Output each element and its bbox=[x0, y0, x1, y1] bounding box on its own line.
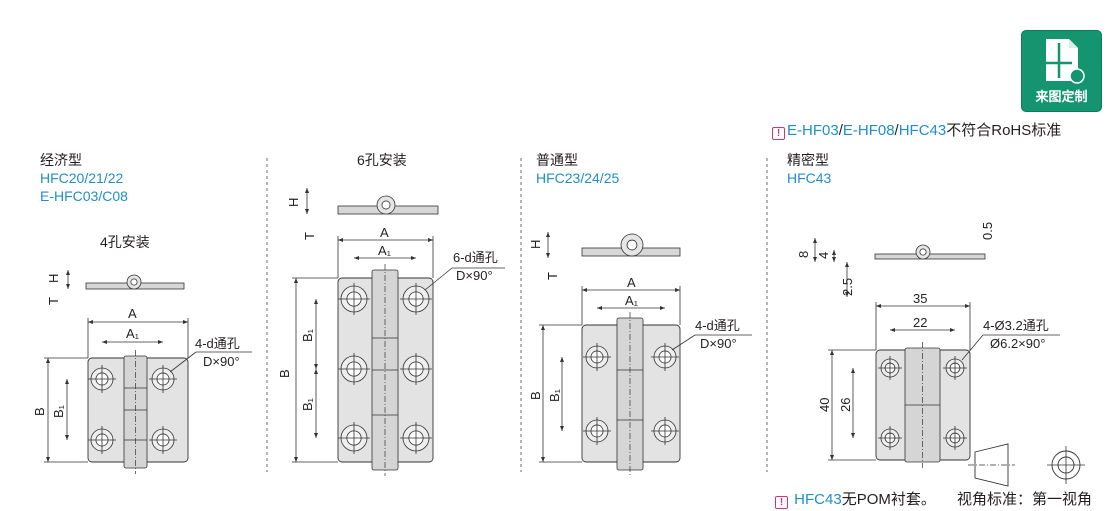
model-list: HFC23/24/25 bbox=[536, 170, 620, 186]
countersink-spec: D×90° bbox=[700, 336, 737, 351]
dim-label-8: 8 bbox=[796, 251, 811, 258]
dim-label-b: B bbox=[528, 391, 543, 400]
custom-drawing-button[interactable]: 来图定制 bbox=[1021, 30, 1102, 112]
dim-label-b1: B₁ bbox=[51, 404, 66, 418]
dim-label-b: B bbox=[32, 407, 47, 416]
dim-label-h: H bbox=[286, 198, 301, 207]
pin-bore bbox=[381, 200, 391, 210]
dim-label-h: H bbox=[46, 274, 61, 283]
leader-line bbox=[671, 334, 696, 351]
section-title-standard: 普通型 bbox=[536, 152, 578, 168]
arrow bbox=[813, 238, 817, 262]
dim-label-a1: A₁ bbox=[378, 243, 392, 258]
leader-line bbox=[961, 334, 984, 361]
hole-spec: 4-d通孔 bbox=[195, 336, 240, 351]
projection-standard: 视角标准：第一视角 bbox=[957, 491, 1093, 508]
subtitle-4-hole: 4孔安装 bbox=[100, 234, 150, 250]
dim-label-26: 26 bbox=[838, 398, 853, 412]
arrow bbox=[66, 270, 70, 289]
dim-label-t: T bbox=[302, 232, 317, 240]
model-list: HFC20/21/22 bbox=[40, 170, 124, 186]
countersink-spec: D×90° bbox=[456, 268, 493, 283]
dim-label-35: 35 bbox=[913, 291, 927, 306]
dim-label-0-5: 0.5 bbox=[980, 222, 995, 240]
dim-label-40: 40 bbox=[817, 398, 832, 412]
projection-trapezoid bbox=[974, 443, 1009, 487]
leader-line bbox=[424, 267, 453, 291]
dim-label-b1: B₁ bbox=[300, 397, 315, 411]
hole-spec: 4-Ø3.2通孔 bbox=[983, 318, 1049, 333]
dim-label-t: T bbox=[545, 272, 560, 280]
dim-label-a: A bbox=[380, 225, 389, 240]
dim-label-a1: A₁ bbox=[625, 293, 639, 308]
model-list: HFC43 bbox=[787, 170, 832, 186]
hole-spec: 6-d通孔 bbox=[453, 250, 498, 265]
dim-label-b1: B₁ bbox=[300, 328, 315, 342]
hole-spec: 4-d通孔 bbox=[695, 318, 740, 333]
warning-icon: ! bbox=[775, 496, 788, 509]
custom-drawing-icon bbox=[1046, 39, 1085, 84]
arrow bbox=[832, 250, 836, 262]
pin-bore bbox=[919, 248, 927, 256]
footer-note: ! HFC43无POM衬套。 bbox=[775, 492, 936, 509]
countersink-spec: Ø6.2×90° bbox=[990, 336, 1045, 351]
dim-label-t: T bbox=[46, 297, 61, 305]
rohs-notice: !E-HF03/E-HF08/HFC43不符合RoHS标准 bbox=[772, 123, 1061, 140]
dim-label-a: A bbox=[128, 306, 137, 321]
dim-label-a: A bbox=[627, 275, 636, 290]
badge-label: 来图定制 bbox=[1035, 89, 1088, 104]
pin-bore bbox=[130, 278, 138, 286]
model-list: E-HFC03/C08 bbox=[40, 188, 128, 204]
dim-label-h: H bbox=[528, 240, 543, 249]
leader-line bbox=[169, 351, 197, 373]
countersink-spec: D×90° bbox=[203, 354, 240, 369]
section-title-precision: 精密型 bbox=[787, 152, 829, 168]
pin-bore bbox=[626, 239, 638, 251]
dim-label-22: 22 bbox=[913, 315, 927, 330]
dim-label-a1: A₁ bbox=[126, 326, 140, 341]
dim-label-b1: B₁ bbox=[547, 388, 562, 402]
dim-label-4: 4 bbox=[816, 252, 831, 259]
dim-label-b: B bbox=[277, 369, 292, 378]
section-title-6-hole: 6孔安装 bbox=[357, 152, 407, 168]
dim-label-2-5: 2.5 bbox=[840, 278, 855, 296]
section-title-economy: 经济型 bbox=[40, 152, 82, 168]
warning-icon: ! bbox=[772, 127, 785, 140]
hinge-side-view bbox=[874, 253, 986, 260]
